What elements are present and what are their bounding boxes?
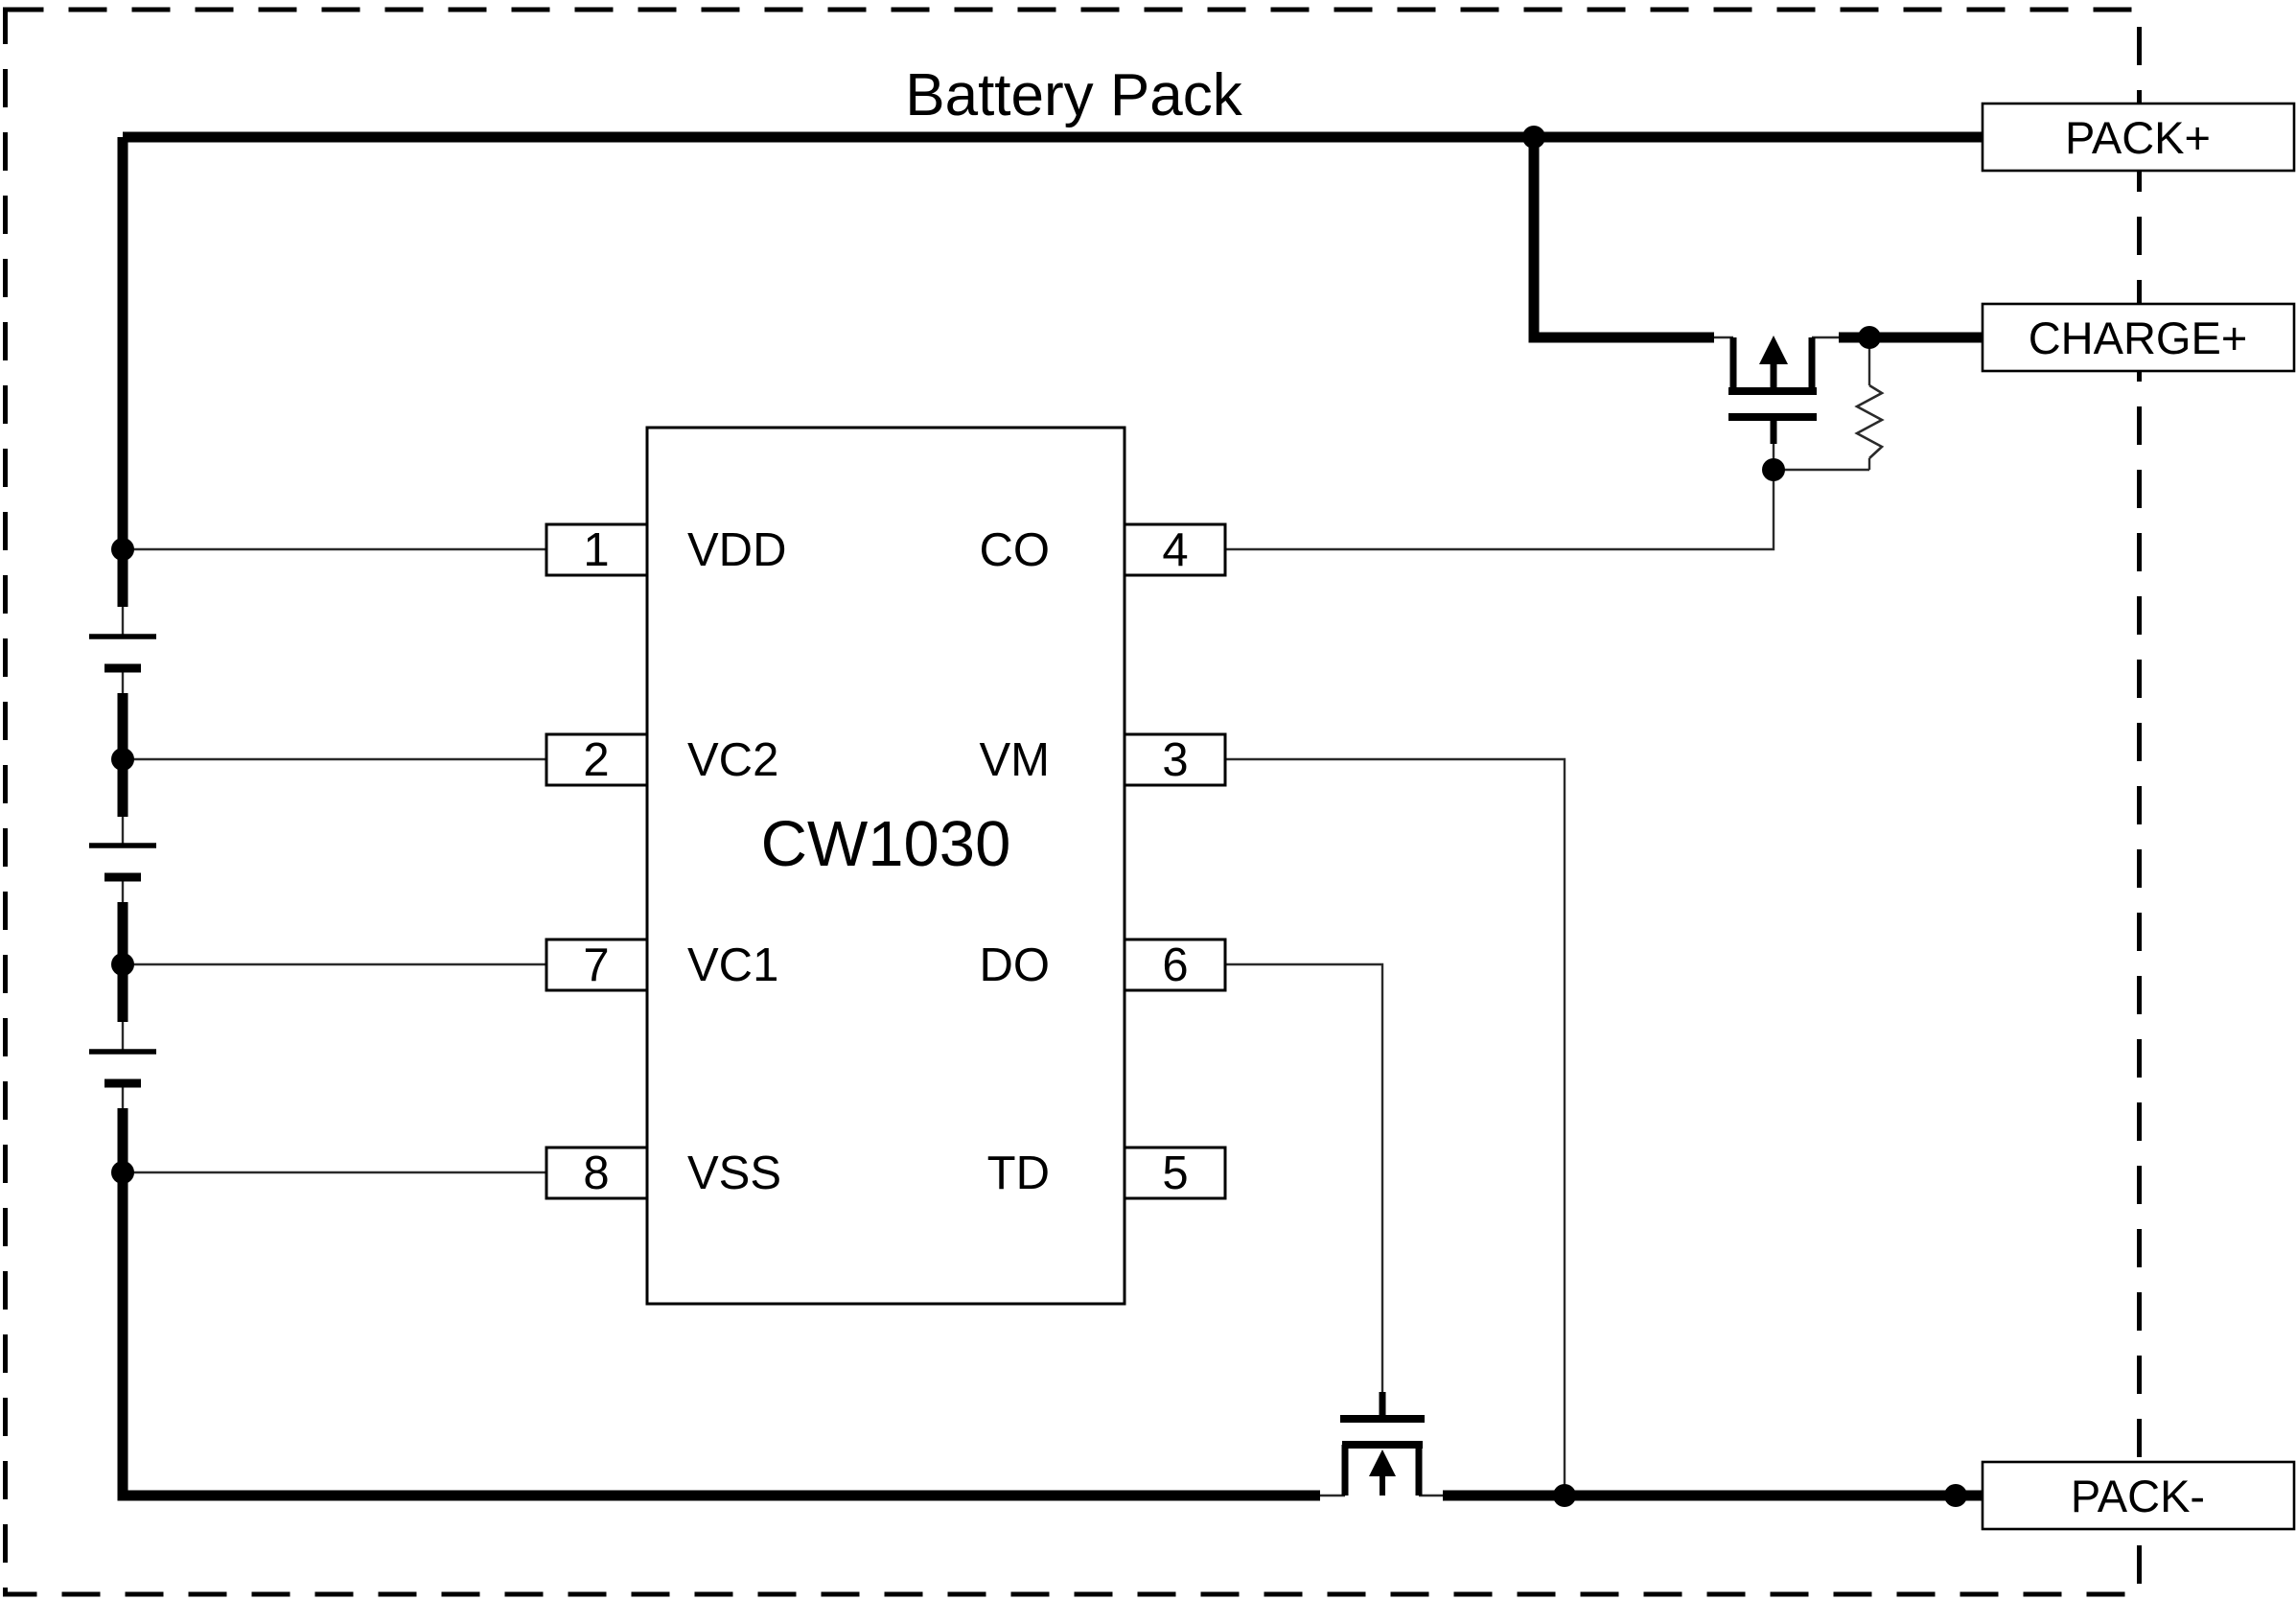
junction-dots [111,126,1967,1507]
discharge-mosfet [1340,1392,1425,1496]
pin-name-td: TD [987,1148,1050,1199]
battery-stack [89,634,156,1088]
pin-number-6: 6 [1162,939,1188,991]
pin-box-2 [545,732,649,787]
charge-resistor-junction [1858,326,1881,349]
pin-box-6 [1123,938,1227,992]
pin-number-5: 5 [1162,1148,1188,1199]
battery-cell-1 [89,634,156,673]
pin-name-vdd: VDD [687,524,786,576]
pin-box-1 [545,522,649,577]
gate-pullup-resistor [1854,383,1885,459]
pin-name-vc1: VC1 [687,939,778,991]
vm-sense-wire [1223,757,1566,1496]
vm-rail-junction [1553,1484,1576,1507]
co-gate-wire [1223,470,1775,551]
pin-box-3 [1123,732,1227,787]
pin-name-co: CO [980,524,1051,576]
ic-box [645,426,1126,1306]
vss-tap-junction [111,1161,134,1184]
pin-number-2: 2 [583,734,609,786]
pin-number-1: 1 [583,524,609,576]
pin-box-4 [1123,522,1227,577]
charge-branch-wire [1528,137,1714,343]
battery-cell-3 [89,1049,156,1088]
pin-number-3: 3 [1162,734,1188,786]
terminal-box-pack-minus [1981,1460,2296,1531]
discharge-fet-arrow-head [1369,1449,1396,1476]
pack-negative-wire-left [117,1108,1320,1501]
pin-box-8 [545,1146,649,1200]
vc2-tap-junction [111,748,134,771]
ic-name: CW1030 [761,808,1011,880]
terminal-label-pack-plus: PACK+ [2065,112,2211,163]
terminal-box-charge-plus [1981,302,2296,373]
pack-branch-junction [1522,126,1545,149]
vdd-tap-junction [111,538,134,561]
pack-negative-junction [1944,1484,1967,1507]
pin-number-4: 4 [1162,524,1188,576]
terminal-label-charge-plus: CHARGE+ [2029,313,2248,363]
pin-number-7: 7 [583,939,609,991]
charge-gate-junction [1762,458,1785,481]
page-title: Battery Pack [905,62,1242,128]
pin-name-do: DO [980,939,1051,991]
terminal-label-pack-minus: PACK- [2071,1471,2205,1521]
pin-name-vss: VSS [687,1148,781,1199]
pin-name-vc2: VC2 [687,734,778,786]
pin-name-vm: VM [980,734,1051,786]
battery-pack-boundary [3,7,2142,1597]
pin-box-5 [1123,1146,1227,1200]
battery-cell-2 [89,843,156,882]
charge-mosfet [1728,336,1817,444]
terminal-box-pack-plus [1981,102,2296,173]
do-gate-wire [1223,962,1384,1392]
charge-fet-arrow-head [1759,336,1788,364]
pin-number-8: 8 [583,1148,609,1199]
vc1-tap-junction [111,953,134,976]
pin-box-7 [545,938,649,992]
